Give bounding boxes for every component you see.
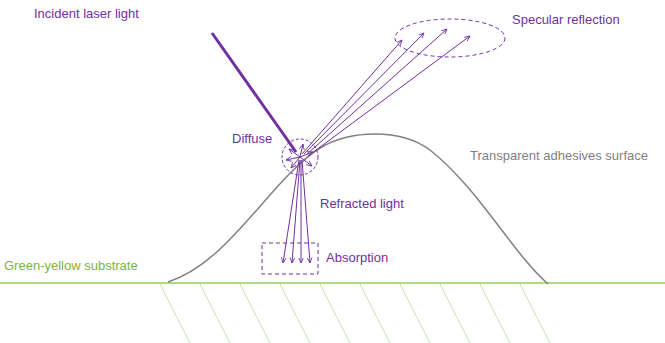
diffuse-circle <box>282 139 318 175</box>
incident-beam <box>212 33 296 152</box>
reflection-label: Specular reflection <box>512 12 620 28</box>
substrate-hatching <box>160 284 550 343</box>
refraction-label: Refracted light <box>320 196 404 212</box>
substrate-label: Green-yellow substrate <box>4 258 138 274</box>
specular-rays <box>302 29 470 156</box>
absorption-label: Absorption <box>326 250 388 266</box>
substrate-line <box>0 282 665 284</box>
surface-label: Transparent adhesives surface <box>470 148 648 164</box>
refracted-rays <box>283 160 310 263</box>
absorption-box <box>262 243 318 274</box>
diffuse-label: Diffuse <box>232 131 272 147</box>
beam-label: Incident laser light <box>34 6 139 22</box>
